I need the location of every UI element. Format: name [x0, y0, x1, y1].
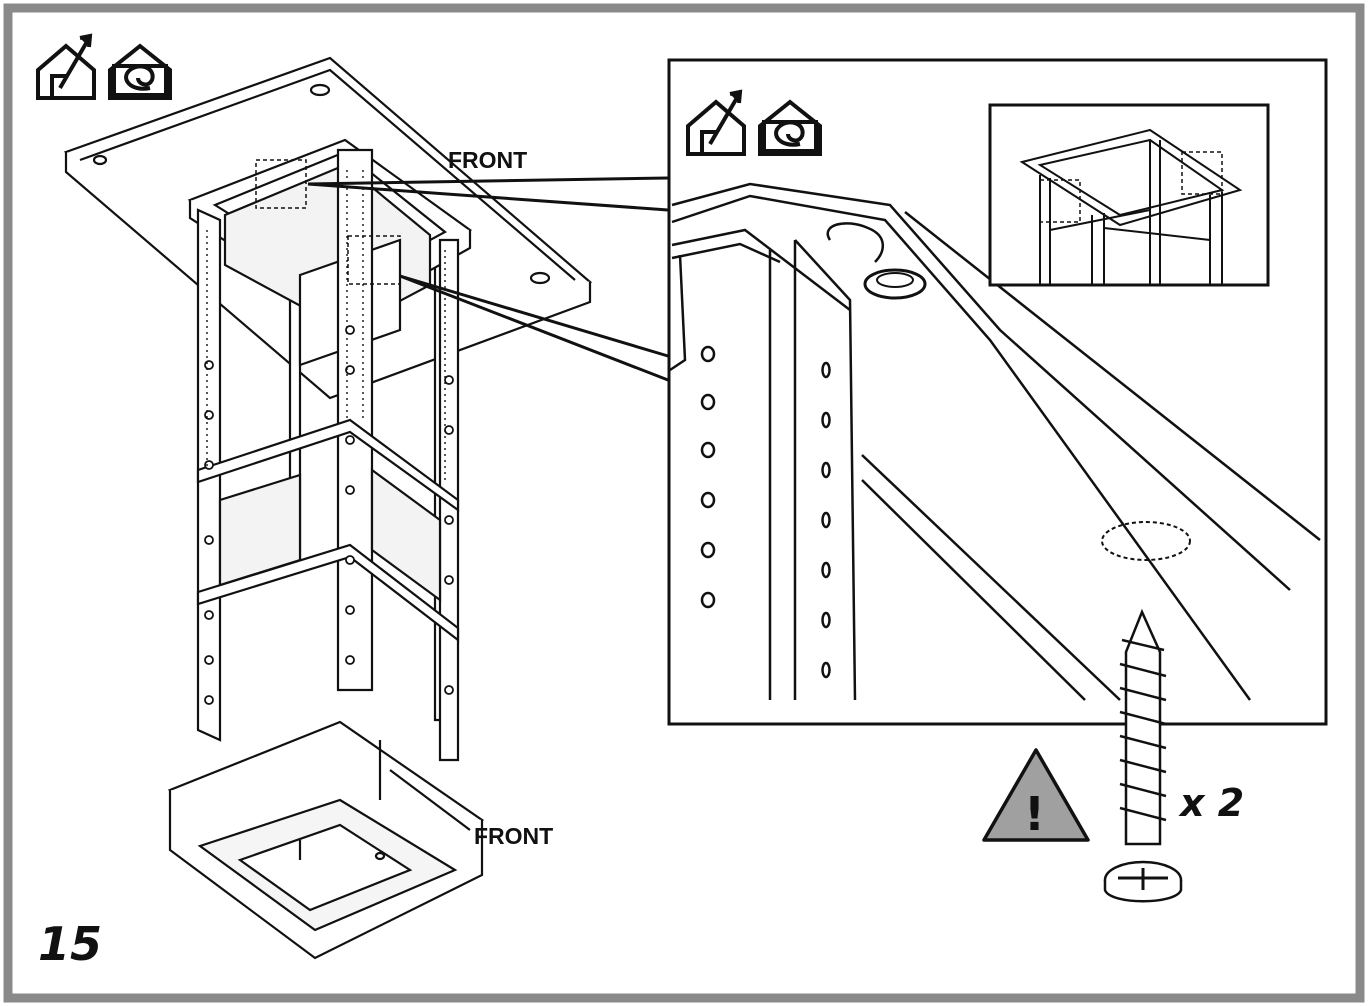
house-recirculation-icon: [108, 43, 172, 100]
warning-mark: !: [1024, 787, 1045, 841]
step-number: 15: [38, 917, 102, 971]
frame-perforations: [206, 170, 446, 480]
hood-box: [167, 720, 485, 960]
screw-head-zoom: [863, 268, 927, 300]
keyhole-slot: [826, 222, 884, 263]
house-exhaust-arrow-icon: [36, 33, 96, 100]
detail-callout-box-2: [347, 235, 401, 285]
inset-overview-panel: [988, 103, 1270, 287]
wood-screw-icon: [1103, 608, 1183, 903]
inset-callout-box-1: [1039, 179, 1081, 223]
zoom-leader-lines: [307, 176, 669, 382]
zoom-upright-holes: [700, 345, 831, 679]
front-label-bottom: FRONT: [474, 823, 553, 849]
screw-quantity: x 2: [1178, 781, 1244, 825]
inset-callout-box-2: [1181, 151, 1223, 195]
house-recirculation-icon: [758, 99, 822, 156]
detail-callout-box-1: [255, 159, 307, 209]
house-exhaust-arrow-icon: [686, 89, 746, 156]
front-label-top: FRONT: [448, 147, 527, 173]
warning-triangle-icon: [982, 748, 1090, 842]
screw-target-hole: [1101, 521, 1191, 561]
